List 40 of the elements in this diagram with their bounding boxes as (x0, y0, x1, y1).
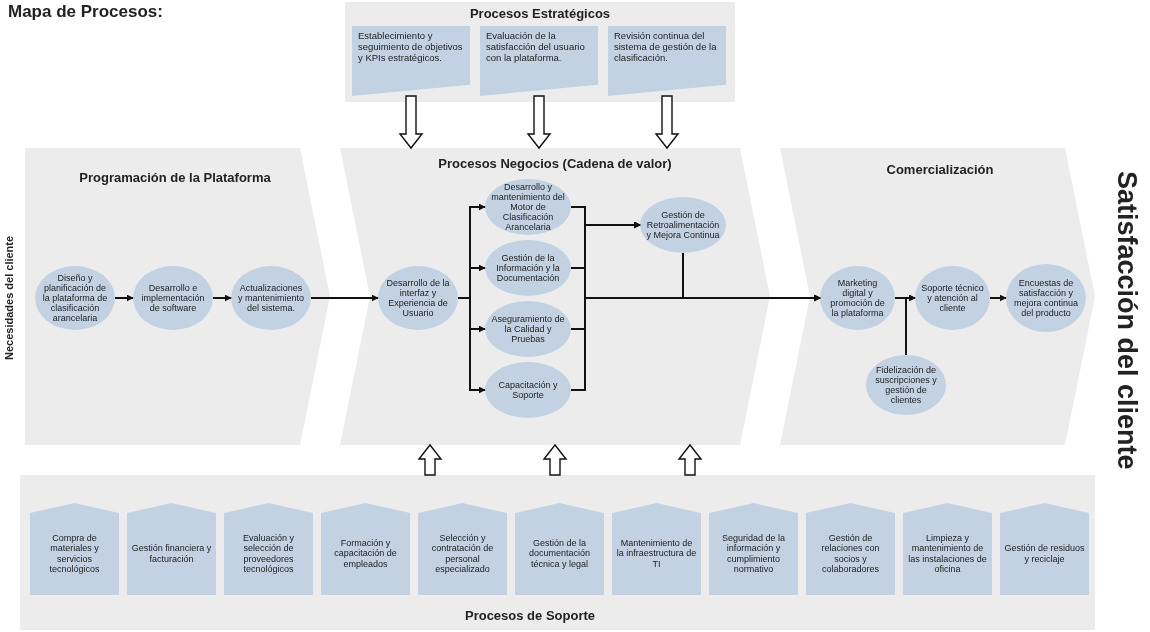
band-title: Procesos Negocios (Cadena de valor) (437, 156, 673, 171)
arrow (114, 294, 134, 302)
process-band (345, 2, 735, 102)
process-box: Establecimiento y seguimiento de objetivos y KPIs estratégicos. (352, 26, 470, 96)
band-title: Programación de la Plataforma (78, 170, 272, 185)
process-band (20, 475, 1095, 630)
block-arrow (526, 95, 552, 150)
arrow (212, 294, 232, 302)
process-box: Mantenimiento de la infraestructura de TI (612, 503, 701, 595)
process-box: Evaluación y selección de proveedores tecnológicos (224, 503, 313, 595)
process-box: Formación y capacitación de empleados (321, 503, 410, 595)
process-box: Compra de materiales y servicios tecnológicos (30, 503, 119, 595)
process-box: Evaluación de la satisfacción del usuario con la plataforma. (480, 26, 598, 96)
arrow (682, 252, 821, 302)
block-arrow (677, 443, 703, 476)
block-arrow (398, 95, 424, 150)
process-box: Limpieza y mantenimiento de las instalaciones de oficina (903, 503, 992, 595)
block-arrow (417, 443, 443, 476)
arrow (457, 297, 486, 394)
side-label: Satisfacción del cliente (1111, 169, 1142, 472)
band-title: Comercialización (885, 162, 995, 177)
process-box: Revisión continua del sistema de gestión de la clasificación. (608, 26, 726, 96)
process-box: Gestión de relaciones con socios y colaboradores (806, 503, 895, 595)
arrow (905, 294, 916, 356)
chevron-band (780, 148, 1095, 445)
side-label: Necesidades del cliente (3, 234, 16, 362)
chevron-band (25, 148, 330, 445)
band-title: Procesos de Soporte (463, 608, 596, 623)
process-box: Gestión de la documentación técnica y legal (515, 503, 604, 595)
process-box: Selección y contratación de personal especializado (418, 503, 507, 595)
block-arrow (654, 95, 680, 150)
arrow (310, 294, 379, 302)
block-arrow (542, 443, 568, 476)
arrow (989, 294, 1007, 302)
process-box: Gestión de residuos y reciclaje (1000, 503, 1089, 595)
process-box: Seguridad de la información y cumplimiento normativo (709, 503, 798, 595)
diagram-title: Mapa de Procesos: (8, 2, 163, 22)
chevron-band (340, 148, 770, 445)
process-box: Gestión financiera y facturación (127, 503, 216, 595)
band-title: Procesos Estratégicos (468, 6, 612, 21)
